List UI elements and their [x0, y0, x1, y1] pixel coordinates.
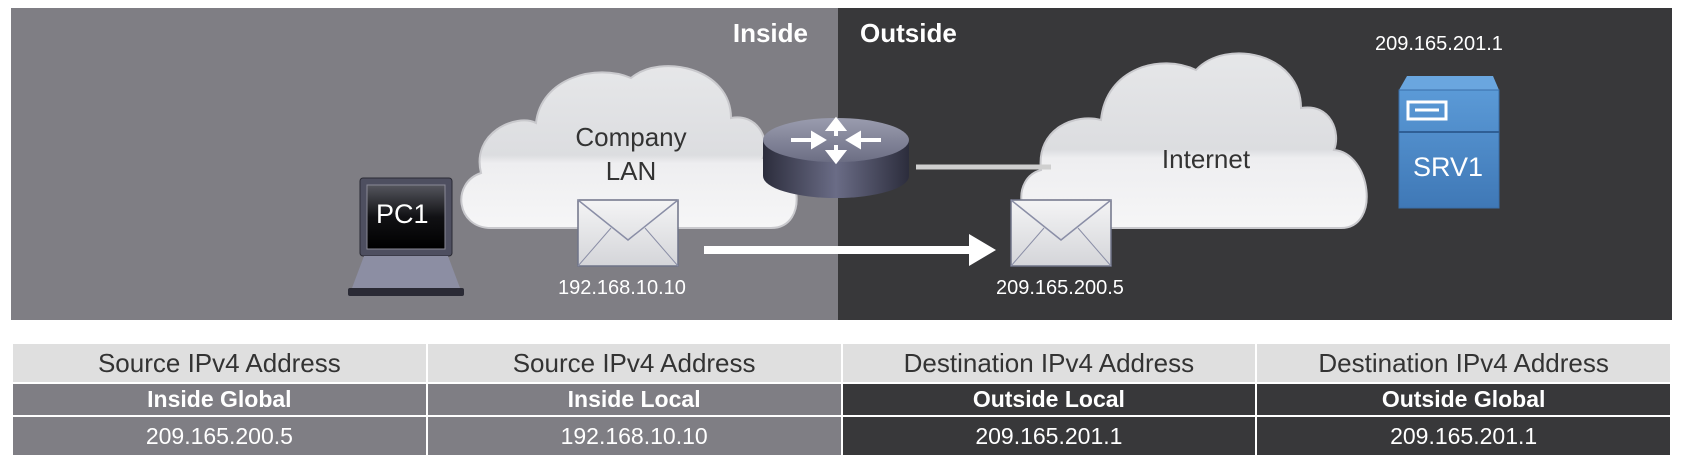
table-header-cell: Source IPv4 Address — [425, 342, 843, 384]
server-icon — [1398, 76, 1500, 209]
inside-global-ip-label: 209.165.200.5 — [996, 277, 1124, 299]
diagram-art — [348, 52, 1500, 296]
table-value-row: 209.165.200.5 192.168.10.10 209.165.201.… — [11, 415, 1672, 457]
table-type-cell: Outside Global — [1255, 382, 1672, 417]
table-type-cell: Inside Global — [11, 382, 428, 417]
company-lan-label-line2: LAN — [605, 156, 657, 186]
pc1-label: PC1 — [376, 199, 429, 229]
router-icon — [763, 116, 909, 198]
table-value-cell: 192.168.10.10 — [425, 415, 843, 457]
company-lan-label: Company LAN — [566, 120, 696, 188]
table-header-cell: Destination IPv4 Address — [840, 342, 1258, 384]
envelope-icon-inside — [577, 199, 679, 267]
envelope-icon-outside — [1010, 199, 1112, 267]
packet-flow-arrow — [704, 234, 996, 266]
inside-local-ip-label: 192.168.10.10 — [558, 277, 686, 299]
table-value-cell: 209.165.201.1 — [1255, 415, 1672, 457]
table-header-cell: Source IPv4 Address — [11, 342, 428, 384]
internet-cloud — [1020, 52, 1368, 229]
outside-zone-label: Outside — [860, 18, 957, 48]
srv1-label: SRV1 — [1413, 152, 1484, 182]
internet-label: Internet — [1161, 144, 1251, 174]
inside-zone-label: Inside — [732, 18, 808, 48]
laptop-icon — [348, 177, 464, 296]
table-value-cell: 209.165.201.1 — [840, 415, 1258, 457]
table-value-cell: 209.165.200.5 — [11, 415, 428, 457]
company-lan-label-line1: Company — [575, 122, 687, 152]
table-header-cell: Destination IPv4 Address — [1255, 342, 1672, 384]
table-type-cell: Inside Local — [425, 382, 843, 417]
nat-address-table: Source IPv4 Address Source IPv4 Address … — [11, 342, 1672, 457]
table-type-row: Inside Global Inside Local Outside Local… — [11, 382, 1672, 417]
nat-topology-diagram: Inside Outside — [11, 8, 1672, 320]
table-header-row: Source IPv4 Address Source IPv4 Address … — [11, 342, 1672, 384]
table-type-cell: Outside Local — [840, 382, 1258, 417]
server-ip-label: 209.165.201.1 — [1375, 33, 1503, 55]
